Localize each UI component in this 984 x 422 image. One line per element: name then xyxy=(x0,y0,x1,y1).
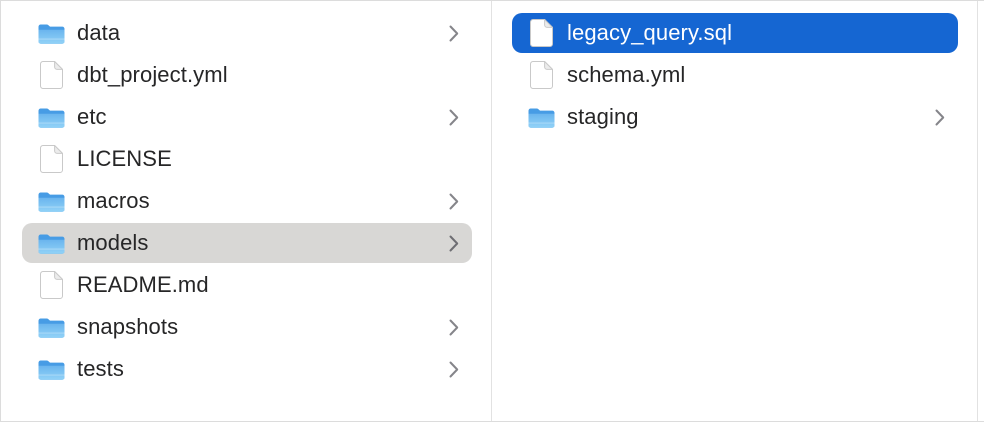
list-item-readme-md[interactable]: README.md xyxy=(22,265,472,305)
list-item-dbt-project-yml[interactable]: dbt_project.yml xyxy=(22,55,472,95)
list-item-macros[interactable]: macros xyxy=(22,181,472,221)
folder-icon xyxy=(37,355,65,383)
list-item-snapshots[interactable]: snapshots xyxy=(22,307,472,347)
chevron-right-icon xyxy=(449,235,472,252)
list-item-models[interactable]: models xyxy=(22,223,472,263)
chevron-right-icon xyxy=(449,25,472,42)
list-item-license[interactable]: LICENSE xyxy=(22,139,472,179)
item-label: LICENSE xyxy=(77,146,172,171)
folder-icon xyxy=(37,229,65,257)
item-label: dbt_project.yml xyxy=(77,62,228,87)
item-label: tests xyxy=(77,356,124,381)
file-icon xyxy=(37,61,65,89)
file-icon xyxy=(37,145,65,173)
list-item-staging[interactable]: staging xyxy=(512,97,958,137)
file-icon xyxy=(37,271,65,299)
item-label: models xyxy=(77,230,149,255)
file-column-models[interactable]: legacy_query.sql schema.yml staging xyxy=(492,1,978,421)
folder-icon xyxy=(37,19,65,47)
item-label: staging xyxy=(567,104,639,129)
item-label: README.md xyxy=(77,272,209,297)
item-label: snapshots xyxy=(77,314,179,339)
folder-icon xyxy=(527,103,555,131)
chevron-right-icon xyxy=(935,109,958,126)
item-label: data xyxy=(77,20,121,45)
file-icon xyxy=(527,19,555,47)
list-item-schema-yml[interactable]: schema.yml xyxy=(512,55,958,95)
file-column-parent[interactable]: data dbt_project.yml etc xyxy=(1,1,492,421)
chevron-right-icon xyxy=(449,193,472,210)
chevron-right-icon xyxy=(449,319,472,336)
list-item-tests[interactable]: tests xyxy=(22,349,472,389)
folder-icon xyxy=(37,187,65,215)
item-label: macros xyxy=(77,188,150,213)
chevron-right-icon xyxy=(449,109,472,126)
item-label: schema.yml xyxy=(567,62,686,87)
item-label: etc xyxy=(77,104,107,129)
folder-icon xyxy=(37,313,65,341)
folder-icon xyxy=(37,103,65,131)
list-item-etc[interactable]: etc xyxy=(22,97,472,137)
item-label: legacy_query.sql xyxy=(567,20,733,45)
file-column-empty[interactable] xyxy=(978,1,984,421)
file-icon xyxy=(527,61,555,89)
list-item-data[interactable]: data xyxy=(22,13,472,53)
chevron-right-icon xyxy=(449,361,472,378)
list-item-legacy-query-sql[interactable]: legacy_query.sql xyxy=(512,13,958,53)
